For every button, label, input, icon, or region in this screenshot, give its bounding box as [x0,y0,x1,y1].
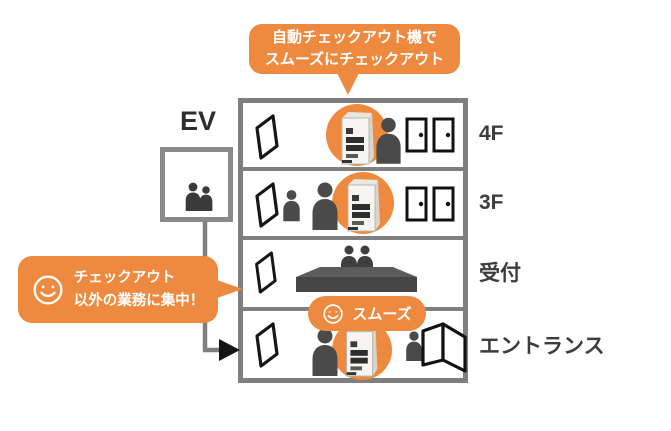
top-callout-line2: スムーズにチェックアウト [264,51,445,68]
person-icon [309,182,341,230]
person-icon [373,117,404,164]
smooth-badge-label: スムーズ [352,306,412,323]
self-checkout-kiosk-icon [339,110,377,165]
floor-label-4f: 4F [479,122,504,145]
left-callout-line1: チェックアウト [73,270,176,287]
open-double-door-icon [421,320,467,373]
smooth-badge: スムーズ [308,296,426,331]
person-icon [309,328,341,376]
top-callout-bubble: 自動チェックアウト機で スムーズにチェックアウト [249,24,460,74]
open-door-icon [251,249,277,296]
door-with-handle-icon [432,186,455,222]
elevator-label: EV [180,106,217,136]
left-callout-tail [214,279,243,299]
left-callout-line2: 以外の業務に集中！ [73,292,205,309]
small-person-icon [404,330,424,362]
open-door-icon [251,113,279,161]
smiley-face-icon [32,274,64,306]
floor-row-reception [243,236,463,307]
door-with-handle-icon [432,117,455,153]
door-with-handle-icon [405,186,428,222]
small-person-icon [281,189,302,222]
floor-label-entrance: エントランス [479,335,605,358]
door-with-handle-icon [405,117,428,153]
floor-label-reception: 受付 [479,262,521,285]
self-checkout-kiosk-icon [345,177,383,232]
top-callout-tail [336,71,360,95]
floor-label-3f: 3F [479,191,504,214]
elevator-box [160,147,233,222]
building-outline [238,98,468,383]
open-door-icon [251,181,279,229]
top-callout-line1: 自動チェックアウト機で [271,28,437,46]
floor-row-4f [243,103,463,167]
self-checkout-kiosk-icon [343,324,381,377]
smiley-face-icon [322,303,344,325]
floor-row-3f [243,167,463,236]
elevator-people-icon [183,182,215,212]
left-callout-bubble: チェックアウト 以外の業務に集中！ [18,256,218,323]
open-door-icon [251,321,279,369]
reception-desk-icon [296,266,417,293]
